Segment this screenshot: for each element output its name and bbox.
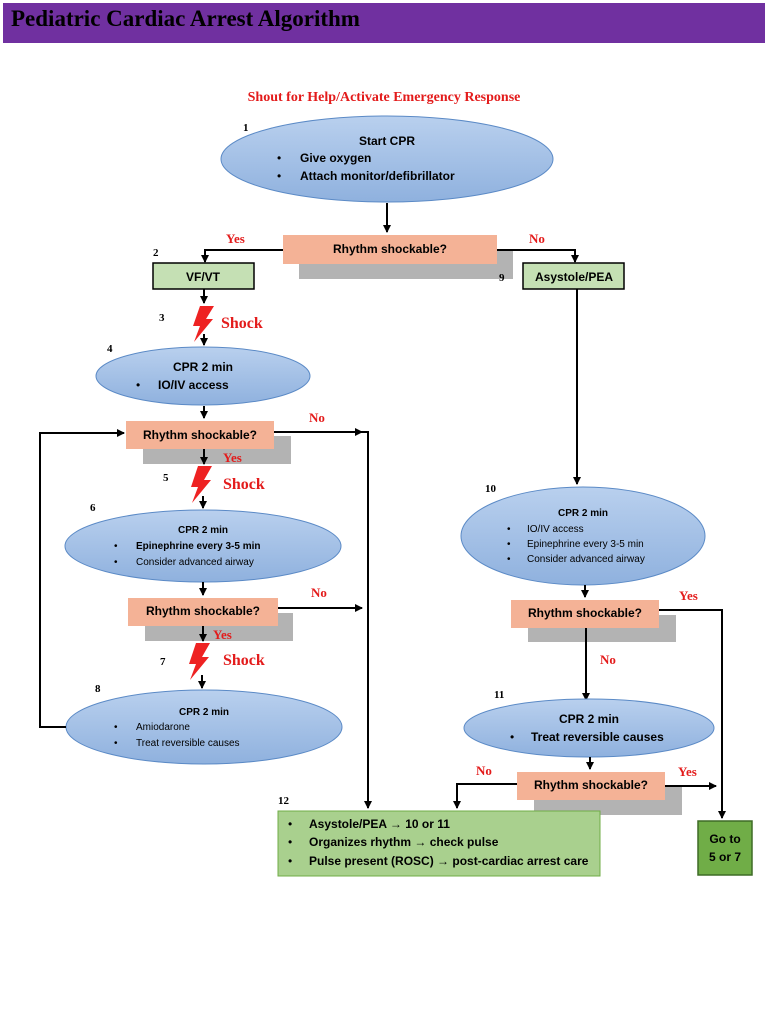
page-title: Pediatric Cardiac Arrest Algorithm: [11, 6, 360, 31]
no-label: No: [476, 763, 492, 778]
decision-label: Rhythm shockable?: [333, 242, 447, 256]
goto-box: [697, 820, 753, 876]
yes-label: Yes: [223, 450, 242, 465]
step-number: 8: [95, 683, 101, 695]
step-number: 6: [90, 502, 96, 514]
goto-line-1: Go to: [709, 832, 740, 846]
step-10-ellipse: [460, 486, 706, 586]
yes-label: Yes: [226, 231, 245, 246]
decision-label: Rhythm shockable?: [528, 606, 642, 620]
lightning-icon: [193, 306, 214, 342]
step-title: CPR 2 min: [178, 525, 228, 536]
yes-label: Yes: [679, 588, 698, 603]
step-11-ellipse: [463, 698, 715, 758]
list-item: Give oxygen: [300, 151, 371, 165]
arrow-to-12: [362, 431, 372, 809]
bullet: •: [288, 835, 292, 849]
shock-label: Shock: [221, 315, 263, 332]
bullet: •: [507, 554, 511, 565]
bullet: •: [510, 730, 514, 744]
step-number: 12: [278, 795, 290, 807]
vf-vt-label: VF/VT: [186, 270, 221, 284]
bullet: •: [507, 539, 511, 550]
step-number: 3: [159, 312, 165, 324]
list-item: Treat reversible causes: [531, 730, 664, 744]
list-item: Organizes rhythm → check pulse: [309, 835, 499, 849]
step-title: Start CPR: [359, 134, 415, 148]
step-4-ellipse: [95, 346, 311, 406]
no-label: No: [529, 231, 545, 246]
lightning-icon: [191, 466, 212, 503]
decision-label: Rhythm shockable?: [534, 778, 648, 792]
list-item: Amiodarone: [136, 722, 190, 733]
bullet: •: [507, 524, 511, 535]
no-label: No: [311, 585, 327, 600]
list-item: Treat reversible causes: [136, 738, 240, 749]
no-label: No: [309, 410, 325, 425]
step-title: CPR 2 min: [173, 360, 233, 374]
asystole-label: Asystole/PEA: [535, 270, 613, 284]
goto-line-2: 5 or 7: [709, 850, 741, 864]
asystole-box: [522, 262, 625, 290]
header-text: Shout for Help/Activate Emergency Respon…: [248, 90, 521, 105]
step-title: CPR 2 min: [558, 508, 608, 519]
bullet: •: [288, 854, 292, 868]
list-item: Epinephrine every 3-5 min: [527, 539, 644, 550]
decision-label: Rhythm shockable?: [146, 604, 260, 618]
decision-box: [126, 421, 274, 449]
step-number: 5: [163, 472, 169, 484]
step-number: 9: [499, 272, 505, 284]
step-number: 10: [485, 483, 497, 495]
list-item: Consider advanced airway: [136, 557, 254, 568]
step-number: 4: [107, 343, 113, 355]
bullet: •: [114, 541, 118, 552]
decision-box: [511, 600, 659, 628]
decision-box: [128, 598, 278, 626]
step-number: 7: [160, 656, 166, 668]
step-number: 2: [153, 247, 159, 259]
bullet: •: [288, 817, 292, 831]
arrow-no: [497, 249, 579, 263]
decision-box: [517, 772, 665, 800]
step-title: CPR 2 min: [179, 707, 229, 718]
list-item: IO/IV access: [527, 524, 584, 535]
decision-label: Rhythm shockable?: [143, 428, 257, 442]
shock-label: Shock: [223, 476, 265, 493]
yes-label: Yes: [678, 764, 697, 779]
step-1-ellipse: [220, 115, 554, 203]
shock-label: Shock: [223, 652, 265, 669]
loop-arrow: [39, 429, 125, 728]
no-label: No: [600, 652, 616, 667]
bullet: •: [114, 738, 118, 749]
step-title: CPR 2 min: [559, 712, 619, 726]
bullet: •: [114, 557, 118, 568]
bullet: •: [136, 378, 140, 392]
arrow-no: [453, 783, 517, 809]
step-number: 11: [494, 689, 504, 701]
lightning-icon: [189, 643, 210, 680]
list-item: Asystole/PEA → 10 or 11: [309, 817, 450, 831]
decision-box: [283, 235, 497, 264]
title-bar: Pediatric Cardiac Arrest Algorithm: [3, 3, 765, 43]
bullet: •: [277, 169, 281, 183]
list-item: Consider advanced airway: [527, 554, 645, 565]
step-8-ellipse: [65, 689, 343, 765]
bullet: •: [277, 151, 281, 165]
arrow-yes: [659, 609, 726, 819]
arrow-yes: [201, 249, 283, 263]
list-item: Attach monitor/defibrillator: [300, 169, 455, 183]
list-item: Pulse present (ROSC) → post-cardiac arre…: [309, 854, 589, 868]
list-item: IO/IV access: [158, 378, 229, 392]
bullet: •: [114, 722, 118, 733]
list-item: Epinephrine every 3-5 min: [136, 541, 261, 552]
step-12-box: [277, 810, 601, 877]
step-number: 1: [243, 122, 249, 134]
yes-label: Yes: [213, 627, 232, 642]
